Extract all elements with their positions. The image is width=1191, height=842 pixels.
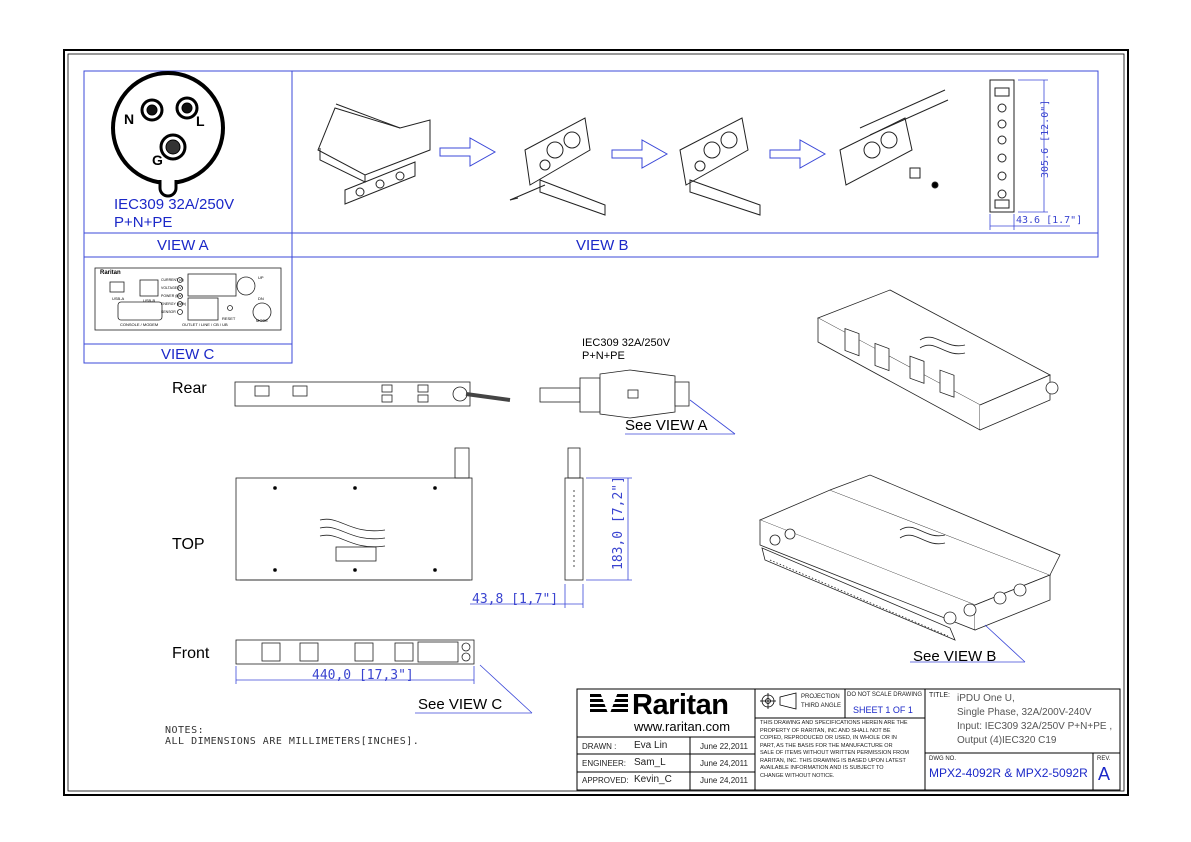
view-c-sensor: SENSOR [161, 310, 176, 314]
view-b-label: VIEW B [576, 237, 629, 254]
drawn-name: Eva Lin [634, 740, 668, 751]
top-view [235, 447, 473, 581]
view-c-energy: ENERGY (kWh) [161, 302, 187, 306]
approved-label: APPROVED: [582, 776, 629, 785]
rev-label: REV. [1097, 756, 1111, 762]
do-not-scale: DO NOT SCALE DRAWING [847, 692, 923, 698]
title-line1: iPDU One U, [957, 693, 1015, 704]
side-view [564, 447, 584, 581]
view-c-label: VIEW C [161, 346, 215, 363]
drawn-label: DRAWN : [582, 742, 617, 751]
engineer-date: June 24,2011 [700, 759, 748, 768]
side-dimensions [470, 477, 632, 608]
front-label: Front [172, 645, 210, 662]
plug-side-view [539, 369, 690, 419]
projection-line2: THIRD ANGLE [801, 703, 842, 709]
pin-l-label: L [196, 113, 205, 129]
view-c-up: UP [258, 275, 264, 280]
view-a-label: VIEW A [157, 237, 209, 254]
see-view-c-callout: See VIEW C [418, 696, 503, 713]
front-view [235, 639, 475, 665]
pin-n-label: N [124, 111, 135, 127]
raritan-logo-mark [590, 692, 628, 716]
pin-g-label: G [152, 152, 163, 168]
notes-line1: ALL DIMENSIONS ARE MILLIMETERS[INCHES]. [165, 736, 420, 747]
control-panel-face [94, 267, 282, 331]
view-c-usb-b: USB-B [143, 298, 156, 303]
view-b-dimensions [989, 79, 1070, 230]
rear-label: Rear [172, 380, 207, 397]
plug-spec-line2: P+N+PE [582, 350, 625, 362]
title-line4: Output (4)IEC320 C19 [957, 735, 1057, 746]
view-c-current: CURRENT (A) [161, 278, 184, 282]
view-c-usb-a: USB-A [112, 296, 125, 301]
title-block-url: www.raritan.com [634, 719, 731, 734]
view-c-mode: MODE [256, 318, 268, 323]
rack-bracket-sequence [317, 79, 1015, 216]
disclaimer: THIS DRAWING AND SPECIFICATIONS HEREIN A… [760, 720, 910, 779]
view-c-console: CONSOLE / MODEM [120, 322, 159, 327]
revision: A [1098, 764, 1111, 784]
sheet-number: SHEET 1 OF 1 [853, 705, 913, 715]
title-line2: Single Phase, 32A/200V-240V [957, 707, 1092, 718]
view-c-reset: RESET [222, 316, 236, 321]
projection-symbol [760, 692, 797, 710]
see-view-b-callout: See VIEW B [913, 648, 997, 665]
engineer-name: Sam_L [634, 757, 666, 768]
see-view-a-callout: See VIEW A [625, 417, 708, 434]
title-line3: Input: IEC309 32A/250V P+N+PE , [957, 721, 1113, 732]
approved-name: Kevin_C [634, 774, 672, 785]
front-dimensions [235, 666, 475, 684]
view-b-height-dimension: 305.6 [12.0"] [1040, 99, 1051, 178]
rear-view [234, 381, 511, 407]
view-c-dn: DN [258, 296, 264, 301]
view-c-voltage: VOLTAGE (V) [161, 286, 183, 290]
drawing-number: MPX2-4092R & MPX2-5092R [929, 766, 1088, 780]
front-width-dimension: 440,0 [17,3"] [312, 668, 414, 683]
notes-heading: NOTES: [165, 725, 205, 736]
view-b-width-dimension: 43.6 [1.7"] [1016, 215, 1083, 226]
iso-view-lower [758, 474, 1061, 641]
dwg-label: DWG NO. [929, 756, 956, 762]
approved-date: June 24,2011 [700, 776, 748, 785]
view-c-brand: Raritan [100, 270, 121, 276]
view-c-outlet: OUTLET / LINE / CB / UB [182, 322, 228, 327]
view-c-power: POWER (kW) [161, 294, 183, 298]
side-width-dimension: 43,8 [1,7"] [472, 592, 559, 607]
plug-spec-line1: IEC309 32A/250V [582, 337, 671, 349]
engineer-label: ENGINEER: [582, 759, 627, 768]
title-label: TITLE: [929, 692, 951, 699]
view-a-plug-line2: P+N+PE [114, 214, 173, 231]
title-block-frame [576, 688, 1121, 791]
top-label: TOP [172, 536, 205, 553]
projection-line1: PROJECTION [801, 694, 840, 700]
view-frame [83, 70, 1099, 364]
iec309-plug-face [111, 71, 225, 198]
iso-view-upper [817, 289, 1059, 431]
view-a-plug-line1: IEC309 32A/250V [114, 196, 235, 213]
drawn-date: June 22,2011 [700, 742, 748, 751]
title-block-brand: Raritan [632, 689, 729, 721]
side-height-dimension: 183,0 [7,2"] [611, 476, 626, 570]
